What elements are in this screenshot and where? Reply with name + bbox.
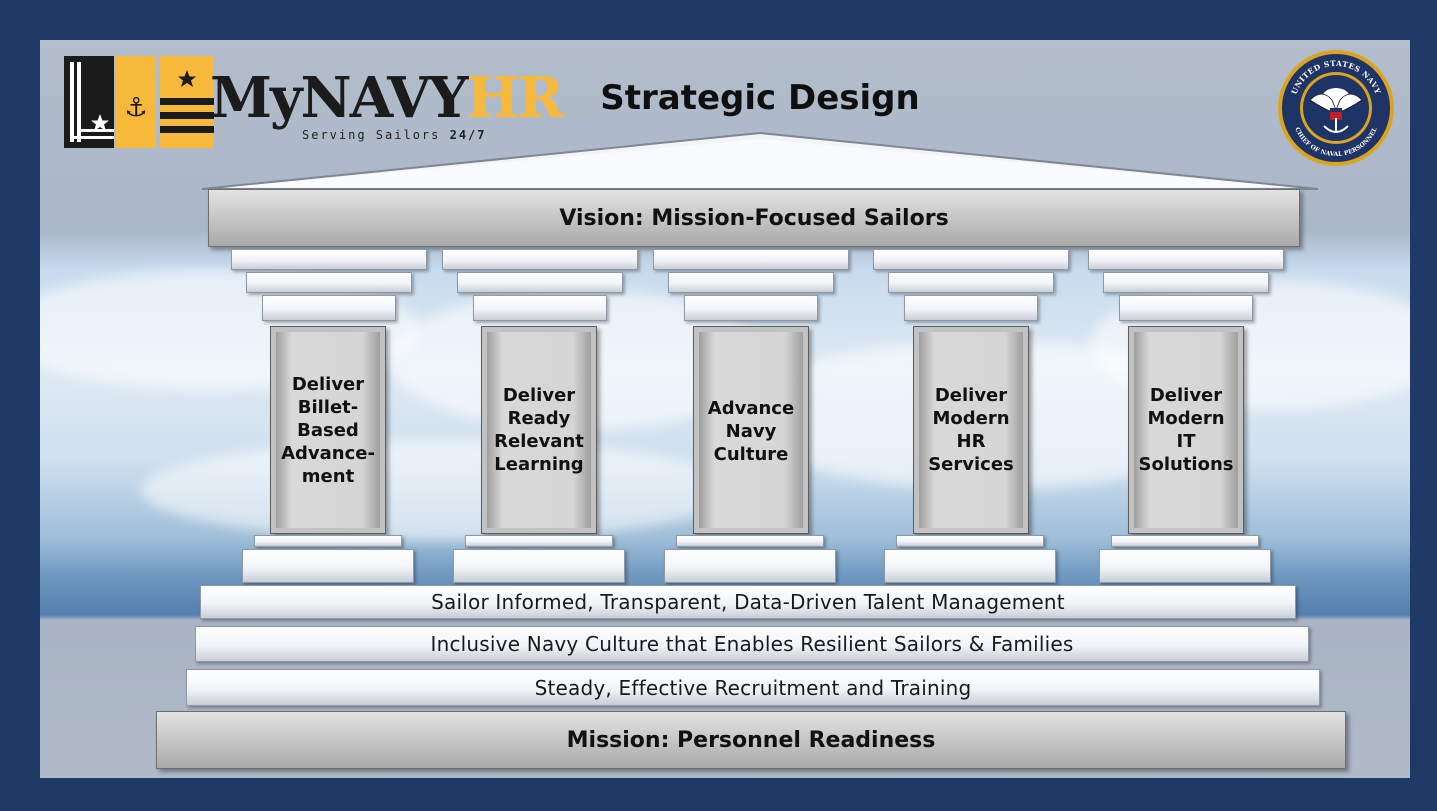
- tagline-bold: 24/7: [449, 128, 487, 142]
- pillar-capital: [668, 272, 834, 293]
- logo-tagline: Serving Sailors 24/7: [302, 128, 487, 142]
- svg-text:⚓: ⚓: [124, 93, 147, 123]
- foundation-step-1: Sailor Informed, Transparent, Data-Drive…: [200, 585, 1296, 619]
- navy-seal-icon: UNITED STATES NAVY CHIEF OF NAVAL PERSON…: [1278, 50, 1394, 166]
- pillar-capital: [684, 295, 818, 321]
- pillar-base: [254, 535, 402, 547]
- pillar-base: [242, 549, 414, 583]
- roof-pediment: [201, 131, 1319, 190]
- mission-bar: Mission: Personnel Readiness: [156, 711, 1346, 769]
- pillar-base: [453, 549, 625, 583]
- pillar-capital: [457, 272, 623, 293]
- logo-my: My: [210, 65, 303, 131]
- pillar-capital: [888, 272, 1054, 293]
- tagline-text: Serving Sailors: [302, 128, 450, 142]
- pillar-capital: [246, 272, 412, 293]
- slide-frame: ⚓ MyNAVYHR Serving Sailors 24/7 Strategi…: [40, 40, 1410, 778]
- mynavyhr-logo: ⚓ MyNAVYHR Serving Sailors 24/7: [64, 56, 564, 148]
- pillar-base: [896, 535, 1044, 547]
- pillar-capital: [1088, 249, 1284, 270]
- pillar-base: [884, 549, 1056, 583]
- rank-insignia-icon: ⚓: [64, 56, 214, 148]
- logo-hr: HR: [466, 65, 564, 131]
- cloud: [140, 440, 740, 540]
- pillar-base: [1111, 535, 1259, 547]
- pillar-capital: [231, 249, 427, 270]
- foundation-step-3: Steady, Effective Recruitment and Traini…: [186, 669, 1320, 706]
- pillar-capital: [442, 249, 638, 270]
- pillar-capital: [473, 295, 607, 321]
- pillar-base: [465, 535, 613, 547]
- pillar-base: [664, 549, 836, 583]
- pillar-capital: [1103, 272, 1269, 293]
- pillar-capital: [904, 295, 1038, 321]
- foundation-step-2: Inclusive Navy Culture that Enables Resi…: [195, 626, 1309, 662]
- logo-navy: NAVY: [300, 65, 469, 131]
- pillar-capital: [262, 295, 396, 321]
- logo-wordmark: MyNAVYHR: [210, 65, 564, 131]
- vision-bar: Vision: Mission-Focused Sailors: [208, 189, 1300, 247]
- pillar-capital: [873, 249, 1069, 270]
- pillar-capital: [1119, 295, 1253, 321]
- pillar-base: [676, 535, 824, 547]
- pillar-capital: [653, 249, 849, 270]
- page-title: Strategic Design: [600, 78, 920, 118]
- pillar-base: [1099, 549, 1271, 583]
